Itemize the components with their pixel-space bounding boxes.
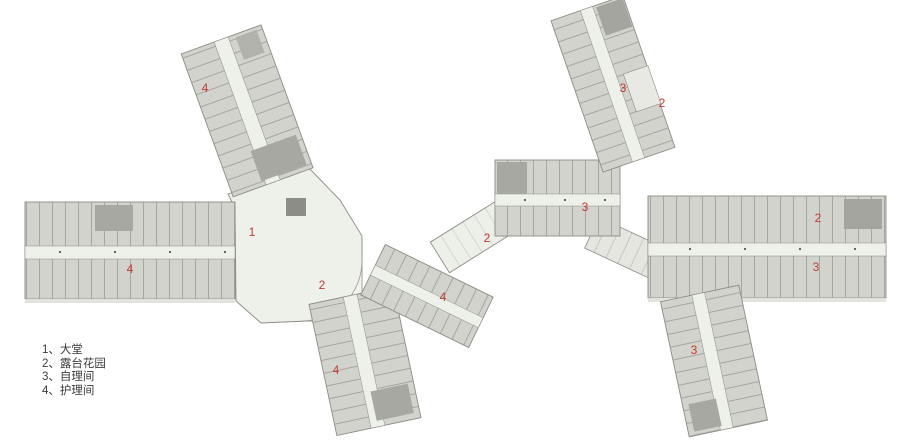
legend-label: 自理间 [59,371,95,383]
wing-top-left [180,24,314,198]
plan-label-selfcare: 3 [581,200,589,214]
plan-label-nursing: 4 [332,363,340,377]
plan-label-selfcare: 3 [619,81,627,95]
column-dots [58,198,857,254]
legend-num: 4、 [42,384,60,397]
plan-label-nursing: 4 [201,81,209,95]
legend-num: 2、 [42,357,60,370]
plan-label-lobby: 1 [248,225,256,239]
upper-terrace [622,65,662,113]
plan-label-nursing: 4 [439,290,447,304]
wing-lower-center [308,285,422,437]
legend-label: 大堂 [59,344,83,356]
plan-label-terrace: 2 [658,96,666,110]
wing-lower-right [659,284,769,438]
legend-num: 3、 [42,371,60,383]
plan-label-selfcare: 3 [812,260,820,274]
legend: 1、大堂 2、露台花园 3、自理间 4、护理间 [42,344,106,398]
plan-label-terrace: 2 [318,278,326,292]
wing-southeast-lobby [360,243,494,349]
legend-item-terrace-garden: 2、露台花园 [42,358,106,372]
lobby-hub [227,166,363,324]
legend-num: 1、 [42,344,60,356]
plan-label-nursing: 4 [126,262,134,276]
legend-item-nursing-room: 4、护理间 [42,385,106,399]
wing-upper-right [550,0,676,173]
wing-right [647,195,887,302]
right-hub [494,159,621,237]
core-block [286,198,306,216]
plan-label-selfcare: 3 [690,343,698,357]
plan-label-terrace: 2 [483,231,491,245]
legend-item-lobby: 1、大堂 [42,344,106,358]
plan-label-terrace: 2 [814,211,822,225]
legend-item-selfcare-room: 3、自理间 [42,371,106,385]
legend-label: 露台花园 [59,357,106,370]
wing-left [24,201,236,303]
legend-label: 护理间 [59,384,95,397]
